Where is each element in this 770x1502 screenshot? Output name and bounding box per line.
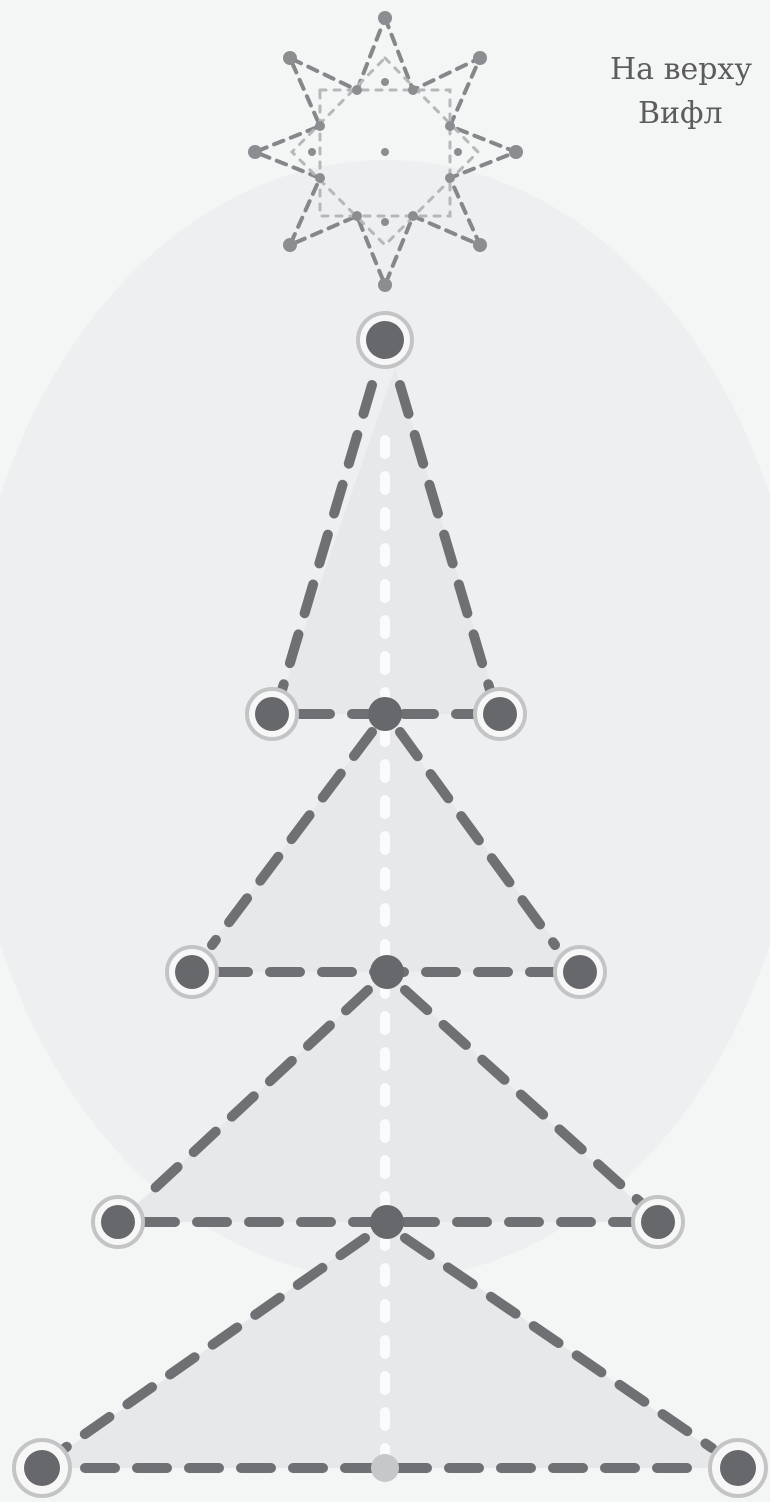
node-t4-left	[14, 1440, 70, 1496]
node-t1-left	[247, 689, 297, 739]
node-t1-right	[475, 689, 525, 739]
node-t3-left	[93, 1197, 143, 1247]
apex-t3	[370, 955, 404, 989]
apex-t2	[368, 697, 402, 731]
node-t2-right	[555, 947, 605, 997]
trunk-base-dot	[371, 1454, 399, 1482]
node-top	[358, 313, 412, 367]
apex-t4	[370, 1205, 404, 1239]
node-t4-right	[710, 1440, 766, 1496]
node-t3-right	[633, 1197, 683, 1247]
node-t2-left	[167, 947, 217, 997]
